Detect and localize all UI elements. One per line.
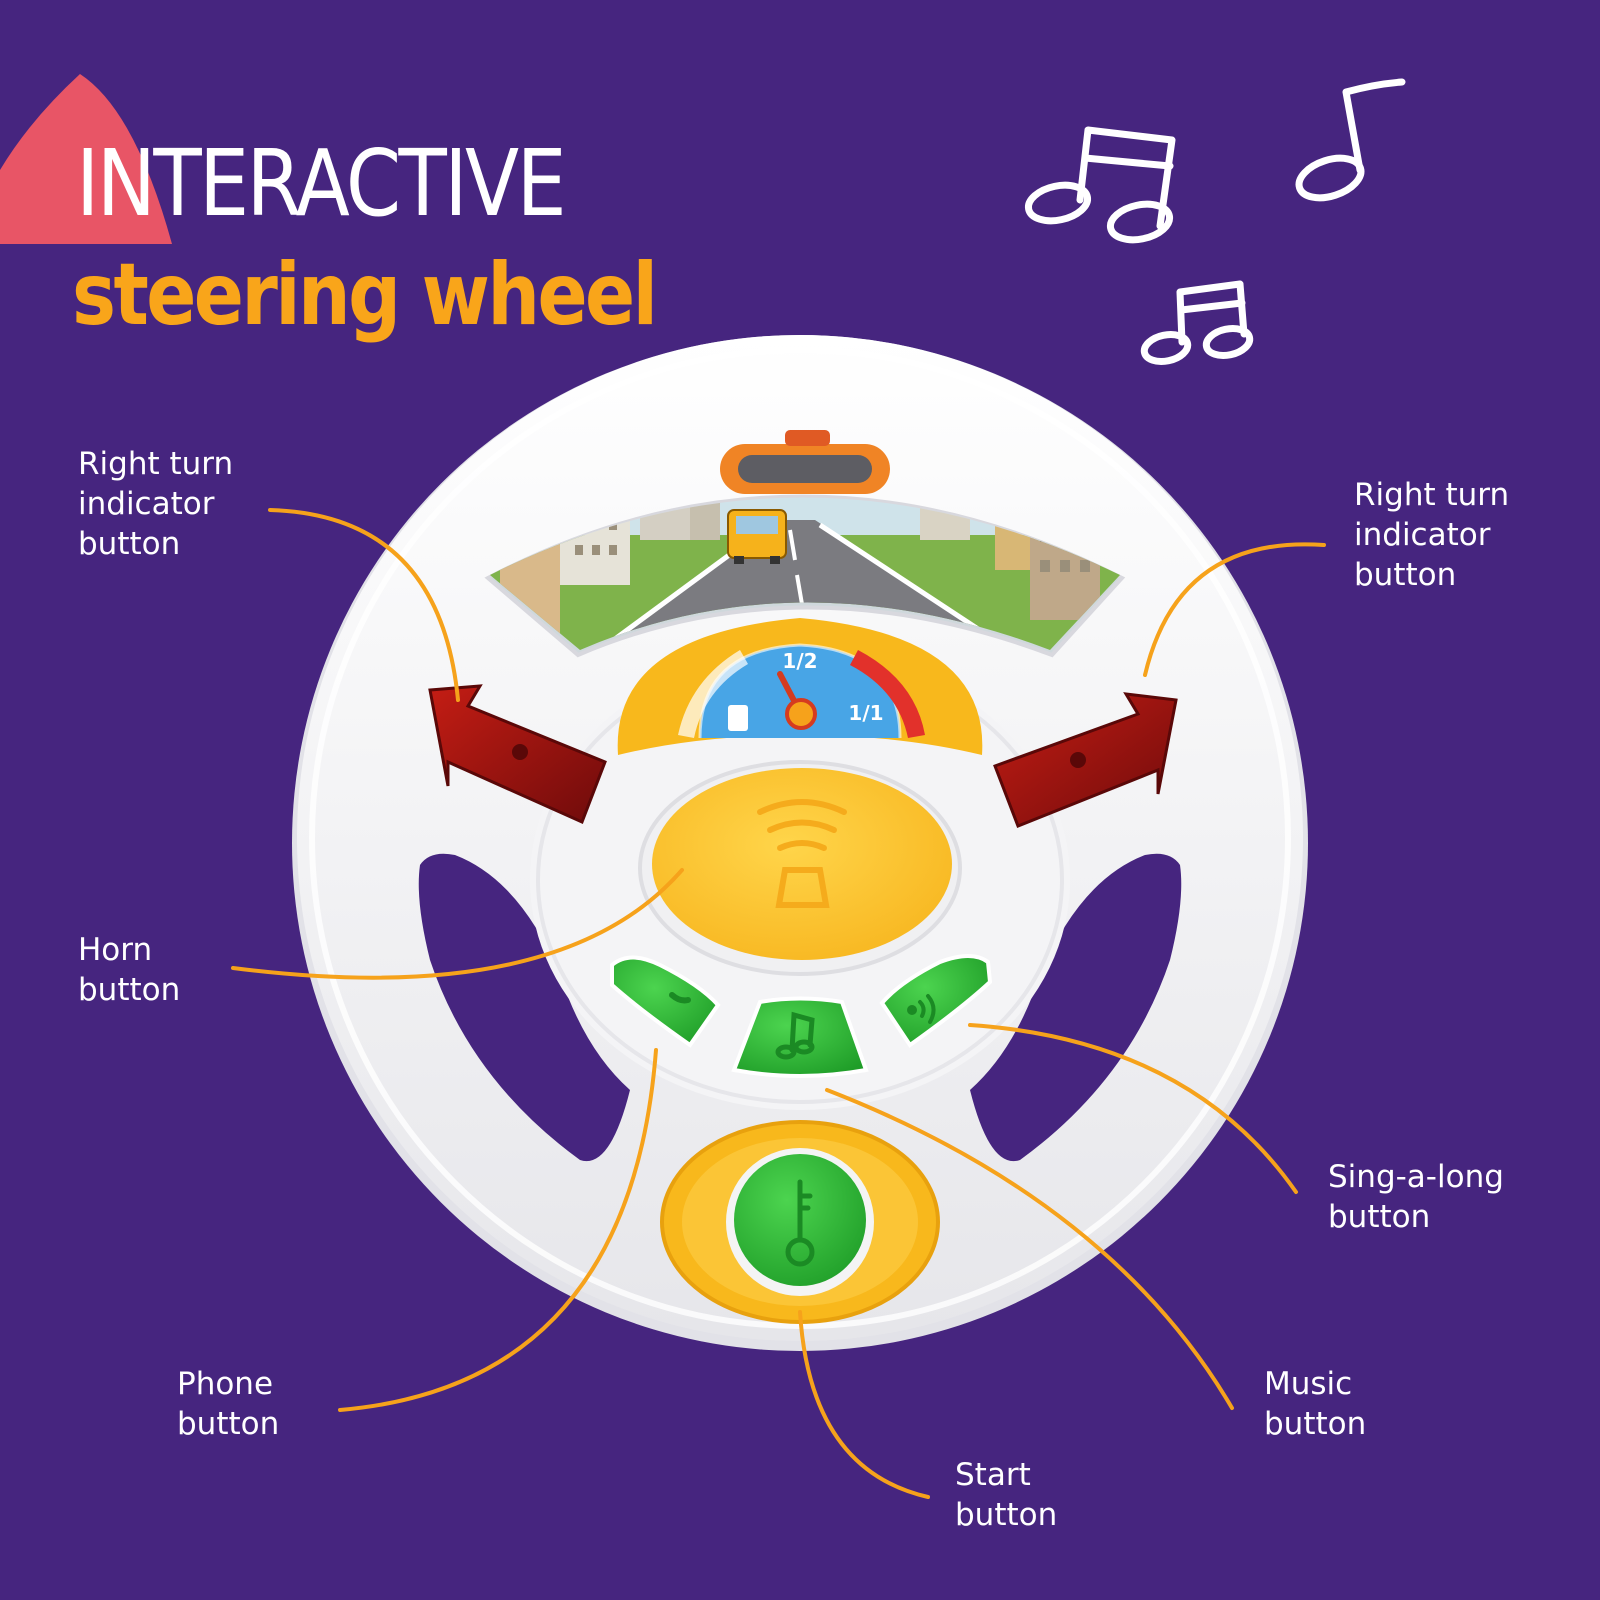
gauge-label-full: 1/1	[848, 701, 883, 725]
callout-line-singalong	[968, 1023, 1298, 1194]
music-note-icon	[1295, 78, 1406, 202]
label-right-turn-indicator-left: Right turn indicator button	[78, 446, 234, 562]
start-button-shape	[660, 1120, 940, 1324]
right-indicator-arrow	[993, 692, 1178, 828]
music-button-shape	[731, 996, 869, 1078]
left-indicator-arrow	[428, 684, 607, 825]
fuel-gauge: 1/2 1/1	[617, 618, 983, 755]
callout-line-horn	[231, 868, 684, 980]
label-right-turn-indicator-right: Right turn indicator button	[1354, 477, 1510, 593]
accent-triangle	[0, 74, 172, 244]
music-notes-small-icon	[1140, 280, 1254, 366]
callout-line-right-turn-left	[268, 508, 460, 702]
label-singalong-button: Sing-a-long button	[1328, 1159, 1504, 1235]
title-steering-wheel: steering wheel	[72, 245, 658, 345]
label-music-button: Music button	[1264, 1366, 1367, 1442]
horn-button	[638, 760, 962, 976]
callout-line-right-turn-right	[1143, 542, 1326, 677]
phone-icon	[669, 992, 691, 1004]
phone-button-shape	[610, 955, 721, 1048]
horn-waves-icon	[757, 799, 847, 908]
label-phone-button: Phone button	[177, 1366, 280, 1442]
signal-icon	[907, 994, 936, 1024]
callout-line-phone	[338, 1048, 658, 1412]
gauge-label-half: 1/2	[782, 649, 817, 673]
key-icon	[785, 1179, 815, 1267]
callout-lines	[231, 508, 1326, 1499]
label-start-button: Start button	[955, 1457, 1058, 1533]
music-note-icon	[775, 1011, 815, 1060]
singalong-button-shape	[879, 954, 993, 1048]
label-horn-button: Horn button	[78, 932, 181, 1008]
title-interactive: INTERACTIVE	[76, 130, 567, 237]
callout-line-music	[825, 1088, 1234, 1410]
callout-line-start	[798, 1310, 930, 1499]
fuel-pump-icon	[728, 705, 748, 731]
music-notes-icon	[1024, 126, 1176, 244]
